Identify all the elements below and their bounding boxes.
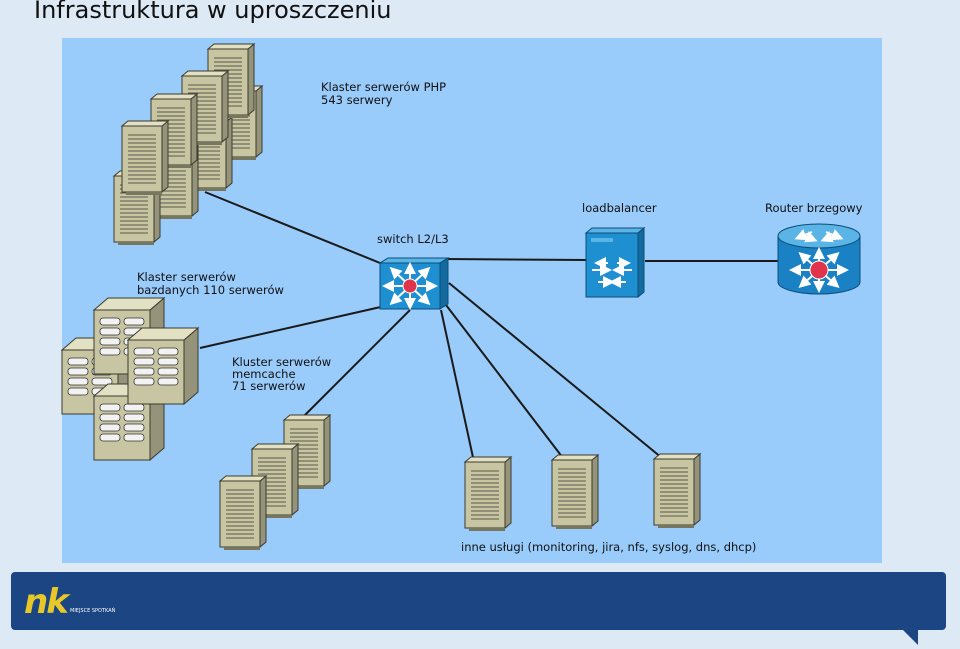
other-services-label: inne usługi (monitoring, jira, nfs, sysl… xyxy=(461,540,756,554)
logo-tagline: MIEJSCE SPOTKAŃ xyxy=(70,608,116,614)
php-cluster-label-1: Klaster serwerów PHP xyxy=(321,80,446,94)
slide-title: Infrastruktura w uproszczeniu xyxy=(34,0,392,24)
db-cluster-label-1: Klaster serwerów xyxy=(137,270,236,284)
nk-logo: nk xyxy=(24,582,69,622)
memcache-cluster-label-3: 71 serwerów xyxy=(232,379,305,393)
router-icon xyxy=(777,223,861,295)
memcache-cluster-label-2: memcache xyxy=(232,367,296,381)
other-services-servers xyxy=(464,453,701,532)
switch-label: switch L2/L3 xyxy=(377,232,449,246)
switch-icon xyxy=(378,257,450,310)
memcache-cluster-label-1: Kluster serwerów xyxy=(232,355,331,369)
php-cluster-label-2: 543 serwery xyxy=(321,93,393,107)
footer-tail xyxy=(902,629,918,645)
footer-bar xyxy=(11,572,946,630)
db-cluster-label-2: bazdanych 110 serwerów xyxy=(137,283,284,297)
connection-lines xyxy=(199,191,778,463)
router-label: Router brzegowy xyxy=(765,201,863,215)
loadbalancer-label: loadbalancer xyxy=(582,201,657,215)
loadbalancer-icon xyxy=(584,226,646,299)
